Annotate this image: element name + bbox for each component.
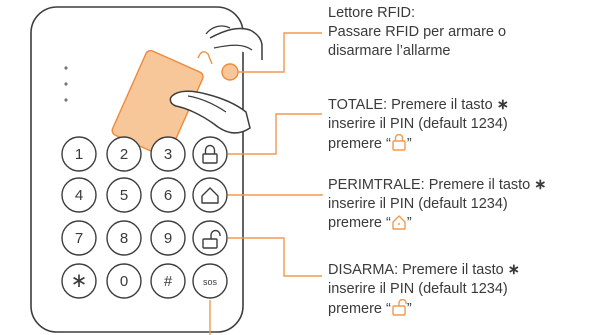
star-symbol: ∗ xyxy=(496,97,509,113)
key-2[interactable] xyxy=(106,136,142,172)
annotation-disarma-line1: DISARMA: Premere il tasto xyxy=(328,262,504,278)
annotation-disarma-close-quote: ” xyxy=(406,301,412,317)
annotation-perimetrale-close-quote: ” xyxy=(406,215,412,231)
leader-perimetrale xyxy=(228,194,323,196)
key-7-label: 7 xyxy=(75,230,83,247)
key-1-label: 1 xyxy=(75,146,83,163)
key-0[interactable] xyxy=(106,263,142,299)
key-disarm[interactable] xyxy=(192,220,228,256)
key-8[interactable] xyxy=(106,220,142,256)
key-6[interactable] xyxy=(150,177,186,213)
annotation-disarma: DISARMA: Premere il tasto ∗ inserire il … xyxy=(328,261,520,319)
annotation-totale-premere: premere “ xyxy=(328,136,391,152)
star-symbol: ∗ xyxy=(507,262,520,278)
unlock-icon xyxy=(202,229,221,249)
keypad-keys xyxy=(61,136,228,299)
key-5[interactable] xyxy=(106,177,142,213)
unlock-icon xyxy=(392,299,407,316)
key-arm-perimeter[interactable] xyxy=(192,177,228,213)
key-0-label: 0 xyxy=(120,273,128,290)
annotation-disarma-premere: premere “ xyxy=(328,301,391,317)
key-4[interactable] xyxy=(61,177,97,213)
key-sos[interactable] xyxy=(192,263,228,299)
key-star[interactable] xyxy=(61,263,97,299)
indicator-led-1 xyxy=(64,66,68,70)
key-9-label: 9 xyxy=(164,230,172,247)
annotation-rfid: Lettore RFID: Passare RFID per armare o … xyxy=(328,4,506,61)
annotation-totale: TOTALE: Premere il tasto ∗ inserire il P… xyxy=(328,96,509,154)
annotation-rfid-line3: disarmare l’allarme xyxy=(328,43,451,59)
key-2-label: 2 xyxy=(120,146,128,163)
lock-icon xyxy=(202,144,218,164)
key-8-label: 8 xyxy=(120,230,128,247)
leader-rfid xyxy=(238,32,322,73)
key-hash-label: # xyxy=(164,273,173,290)
key-sos-label: sos xyxy=(203,277,218,287)
indicator-led-2 xyxy=(64,82,68,86)
key-5-label: 5 xyxy=(120,187,128,204)
key-7[interactable] xyxy=(61,220,97,256)
star-symbol: ∗ xyxy=(534,177,547,193)
indicator-led-3 xyxy=(64,98,68,102)
annotation-rfid-line2: Passare RFID per armare o xyxy=(328,24,507,40)
key-hash[interactable] xyxy=(150,263,186,299)
annotation-perimetrale-line2: inserire il PIN (default 1234) xyxy=(328,196,508,212)
key-4-label: 4 xyxy=(75,187,83,204)
lock-icon xyxy=(392,134,406,151)
key-3[interactable] xyxy=(150,136,186,172)
annotation-disarma-line2: inserire il PIN (default 1234) xyxy=(328,281,508,297)
home-icon xyxy=(201,187,219,204)
annotation-perimetrale-premere: premere “ xyxy=(328,215,391,231)
key-star-label: ∗ xyxy=(71,270,88,292)
key-9[interactable] xyxy=(150,220,186,256)
leader-disarma xyxy=(228,237,322,277)
key-6-label: 6 xyxy=(164,187,172,204)
annotation-perimetrale-line1: PERIMTRALE: Premere il tasto xyxy=(328,177,531,193)
annotation-totale-line2: inserire il PIN (default 1234) xyxy=(328,116,508,132)
annotation-totale-line1: TOTALE: Premere il tasto xyxy=(328,97,493,113)
annotation-rfid-title: Lettore RFID: xyxy=(328,5,416,21)
annotation-perimetrale: PERIMTRALE: Premere il tasto ∗ inserire … xyxy=(328,176,546,233)
annotation-totale-close-quote: ” xyxy=(406,136,412,152)
home-icon xyxy=(392,215,406,230)
rfid-target-circle xyxy=(221,63,239,81)
key-1[interactable] xyxy=(61,136,97,172)
leader-totale xyxy=(228,113,322,155)
key-3-label: 3 xyxy=(164,146,172,163)
